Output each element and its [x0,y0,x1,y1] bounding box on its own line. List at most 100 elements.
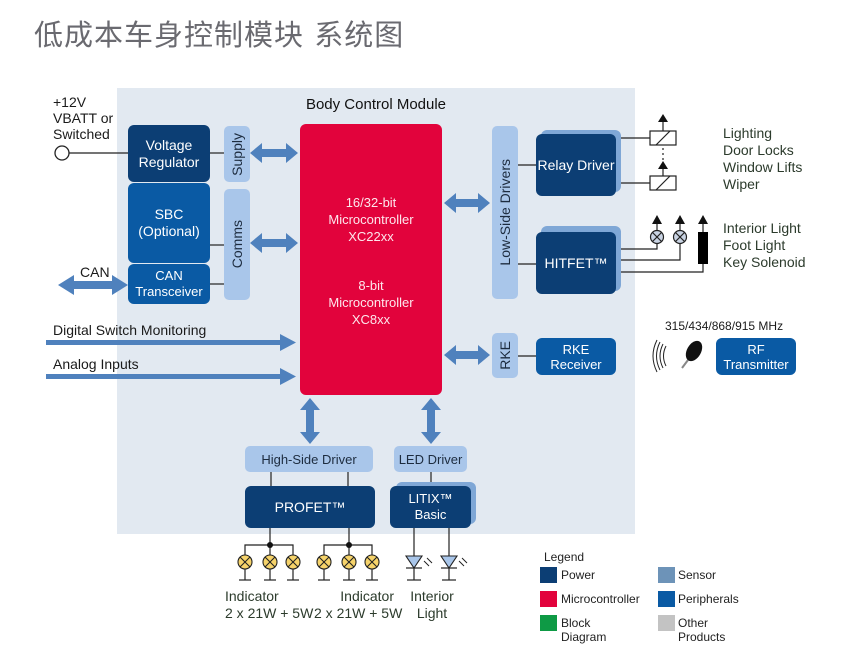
module-title: Body Control Module [305,96,447,113]
hitfet-block[interactable]: HITFET™ [536,232,616,294]
litix-line2: Basic [414,507,447,522]
indicator-2-line2: 2 x 21W + 5W [314,605,403,621]
can-label: CAN [80,264,110,280]
hitfet-label: HITFET™ [544,254,608,271]
supply-terminal-icon [54,145,70,161]
hitfet-loads-list: Interior Light Foot Light Key Solenoid [723,220,806,271]
load-window-lifts: Window Lifts [723,159,803,175]
litix-line1: LITIX™ [408,491,453,506]
legend-swatch-sensor [658,567,675,583]
load-key-solenoid: Key Solenoid [723,254,806,270]
load-interior-light: Interior Light [723,220,801,236]
indicator-2-label: Indicator 2 x 21W + 5W [314,588,403,622]
led-wiring [406,528,457,581]
indicator-1-line2: 2 x 21W + 5W [225,605,314,621]
indicator-lamp-icons [237,554,380,570]
load-lighting: Lighting [723,125,773,141]
interior-light-label: Interior Light [404,588,460,622]
high-side-driver-bus: High-Side Driver [245,446,373,472]
mcu-8-line2: Microcontroller [328,295,414,310]
rke-receiver-line1: RKE [562,341,590,357]
mcu-8-line1: 8-bit [358,278,384,293]
mcu-16-32-line3: XC22xx [348,229,394,244]
mcu-16-32-line1: 16/32-bit [345,195,397,210]
load-foot-light: Foot Light [723,237,786,253]
legend-swatch-other-products [658,615,675,631]
can-double-arrow [58,275,128,295]
page-title: 低成本车身控制模块 系统图 [34,18,405,52]
supply-bus-label: Supply [228,132,245,176]
microcontroller-block[interactable]: 16/32-bit Microcontroller XC22xx 8-bit M… [300,124,442,395]
analog-inputs-label: Analog Inputs [53,356,139,372]
key-solenoid-icon [698,232,708,264]
foot-lamp-icon [672,229,688,245]
rf-waves-icon [652,339,667,373]
digital-input-arrow [46,334,296,351]
comms-double-arrow [250,233,298,253]
legend-label-sensor: Sensor [678,568,717,582]
supply-double-arrow [250,143,298,163]
rke-receiver-line2: Receiver [550,356,602,372]
legend-swatch-microcontroller [540,591,557,607]
highside-double-arrow [300,398,320,444]
interior-light-line2: Light [416,605,448,621]
led-double-arrow [421,398,441,444]
legend-label-microcontroller: Microcontroller [561,592,640,606]
led-driver-bus: LED Driver [394,446,467,472]
voltage-regulator-line2: Regulator [138,153,200,170]
mcu-16-32-line2: Microcontroller [328,212,414,227]
low-side-drivers-bus: Low-Side Drivers [492,126,518,299]
supply-bus: Supply [224,126,250,182]
can-transceiver-line1: CAN [155,268,183,283]
supply-label-line3: Switched [53,126,110,142]
high-side-driver-label: High-Side Driver [261,451,357,467]
relay-coil-icons [616,120,677,191]
indicator-1-line1: Indicator [225,588,279,604]
legend-swatch-peripherals [658,591,675,607]
low-side-drivers-label: Low-Side Drivers [496,159,513,266]
digital-switch-label: Digital Switch Monitoring [53,322,207,338]
profet-label: PROFET™ [274,498,346,515]
indicator-2-line1: Indicator [340,588,394,604]
comms-bus: Comms [224,189,250,300]
legend-title: Legend [544,550,585,564]
key-fob-icon [681,340,703,369]
supply-label-line2: VBATT or [53,110,114,126]
rke-bus: RKE [492,333,518,378]
relay-driver-label: Relay Driver [537,156,615,173]
mcu-8-line3: XC8xx [351,312,391,327]
mcu-8: 8-bit Microcontroller XC8xx [328,277,413,328]
legend-swatch-power [540,567,557,583]
rke-double-arrow [444,345,490,365]
legend-label-block-diagram: Block Diagram [561,616,607,644]
legend-swatch-block-diagram [540,615,557,631]
analog-input-arrow [46,368,296,385]
interior-light-line1: Interior [410,588,454,604]
load-wiper: Wiper [723,176,760,192]
voltage-regulator-line1: Voltage [145,136,193,153]
supply-label-line1: +12V [53,94,87,110]
mcu-16-32: 16/32-bit Microcontroller XC22xx [328,194,413,245]
rf-transmitter-line1: RF [747,341,765,357]
hitfet-wiring [618,222,704,273]
led-icons [404,555,468,569]
profet-block[interactable]: PROFET™ [245,486,375,528]
legend-label-power: Power [561,568,596,582]
interior-lamp-icon [649,229,665,245]
legend-label-other-products: Other Products [678,616,726,644]
sbc-line1: SBC [154,206,184,222]
relay-loads-list: Lighting Door Locks Window Lifts Wiper [723,125,802,193]
indicator-1-label: Indicator 2 x 21W + 5W [225,588,313,622]
sbc-block[interactable]: SBC(Optional) [128,183,210,263]
relay-driver-block[interactable]: Relay Driver [536,134,616,196]
rf-transmitter-line2: Transmitter [723,356,789,372]
indicator-wiring [239,528,378,581]
led-driver-label: LED Driver [398,451,463,467]
can-transceiver-line2: Transceiver [135,284,203,299]
